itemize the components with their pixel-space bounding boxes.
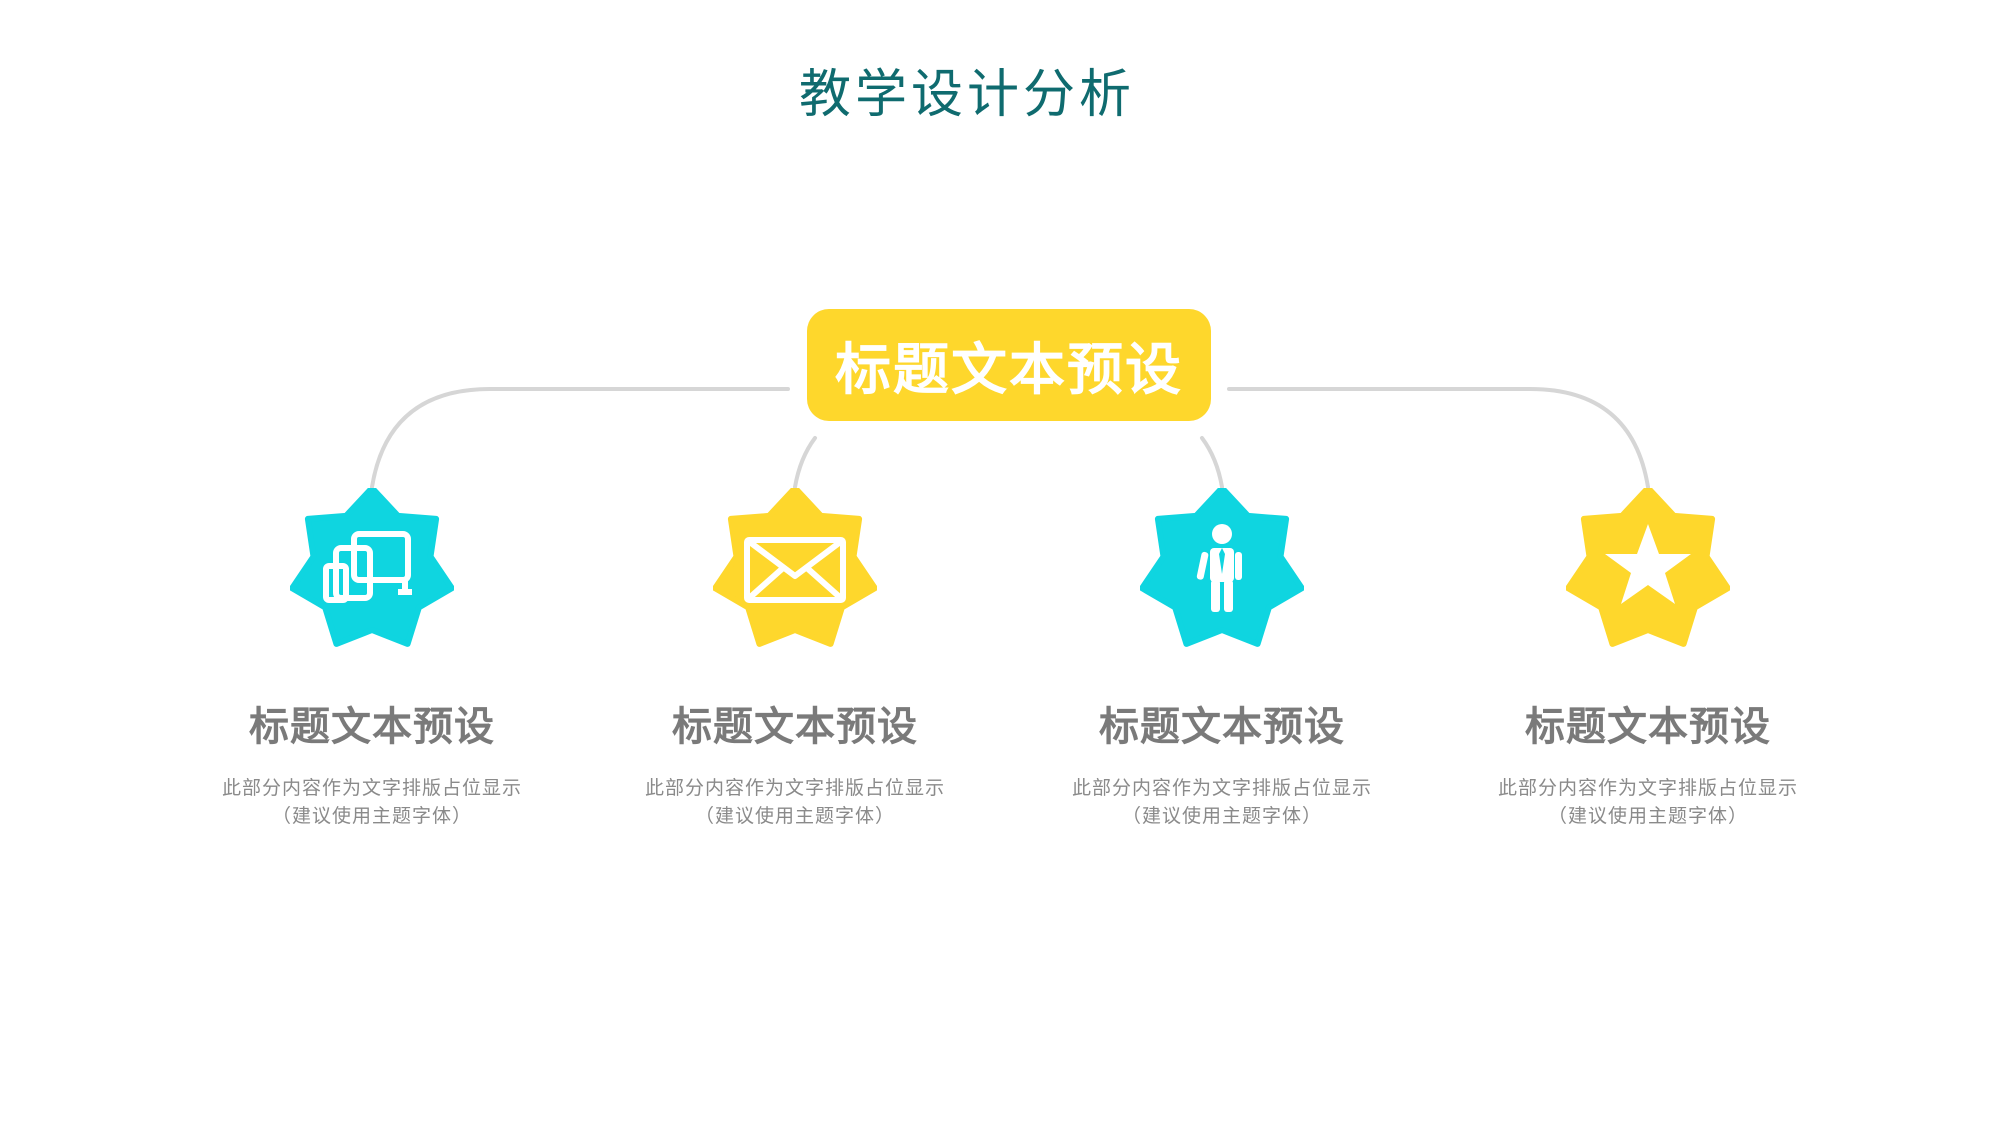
item-card: 标题文本预设 此部分内容作为文字排版占位显示 （建议使用主题字体） [202,488,542,830]
connector-right-outer [1227,387,1650,489]
central-title-label: 标题文本预设 [835,337,1183,403]
item-desc-line1: 此部分内容作为文字排版占位显示 [221,777,522,799]
badge [1140,488,1304,652]
item-description: 此部分内容作为文字排版占位显示 （建议使用主题字体） [625,774,965,830]
item-description: 此部分内容作为文字排版占位显示 （建议使用主题字体） [1478,774,1818,830]
item-desc-line2: （建议使用主题字体） [271,805,472,827]
badge-shape [1566,488,1730,647]
item-desc-line1: 此部分内容作为文字排版占位显示 [644,777,945,799]
item-title: 标题文本预设 [1099,704,1345,750]
item-title: 标题文本预设 [672,704,918,750]
connector-left-inner [793,436,817,489]
item-desc-line2: （建议使用主题字体） [694,805,895,827]
connector-left-outer [370,387,790,489]
badge-shape [713,488,877,647]
item-title: 标题文本预设 [1525,704,1771,750]
item-description: 此部分内容作为文字排版占位显示 （建议使用主题字体） [202,774,542,830]
item-card: 标题文本预设 此部分内容作为文字排版占位显示 （建议使用主题字体） [625,488,965,830]
envelope-icon [744,537,846,603]
item-card: 标题文本预设 此部分内容作为文字排版占位显示 （建议使用主题字体） [1052,488,1392,830]
central-title-box: 标题文本预设 [807,309,1211,421]
badge [290,488,454,652]
item-desc-line1: 此部分内容作为文字排版占位显示 [1071,777,1372,799]
badge [1566,488,1730,652]
item-desc-line2: （建议使用主题字体） [1547,805,1748,827]
badge-shape [1140,488,1304,647]
badge-shape [290,488,454,647]
item-description: 此部分内容作为文字排版占位显示 （建议使用主题字体） [1052,774,1392,830]
page-title: 教学设计分析 [798,65,1135,125]
badge [713,488,877,652]
item-desc-line2: （建议使用主题字体） [1121,805,1322,827]
star-icon [1605,524,1691,604]
devices-icon [323,531,412,603]
item-card: 标题文本预设 此部分内容作为文字排版占位显示 （建议使用主题字体） [1478,488,1818,830]
item-desc-line1: 此部分内容作为文字排版占位显示 [1497,777,1798,799]
connector-right-inner [1200,436,1224,489]
item-title: 标题文本预设 [249,704,495,750]
